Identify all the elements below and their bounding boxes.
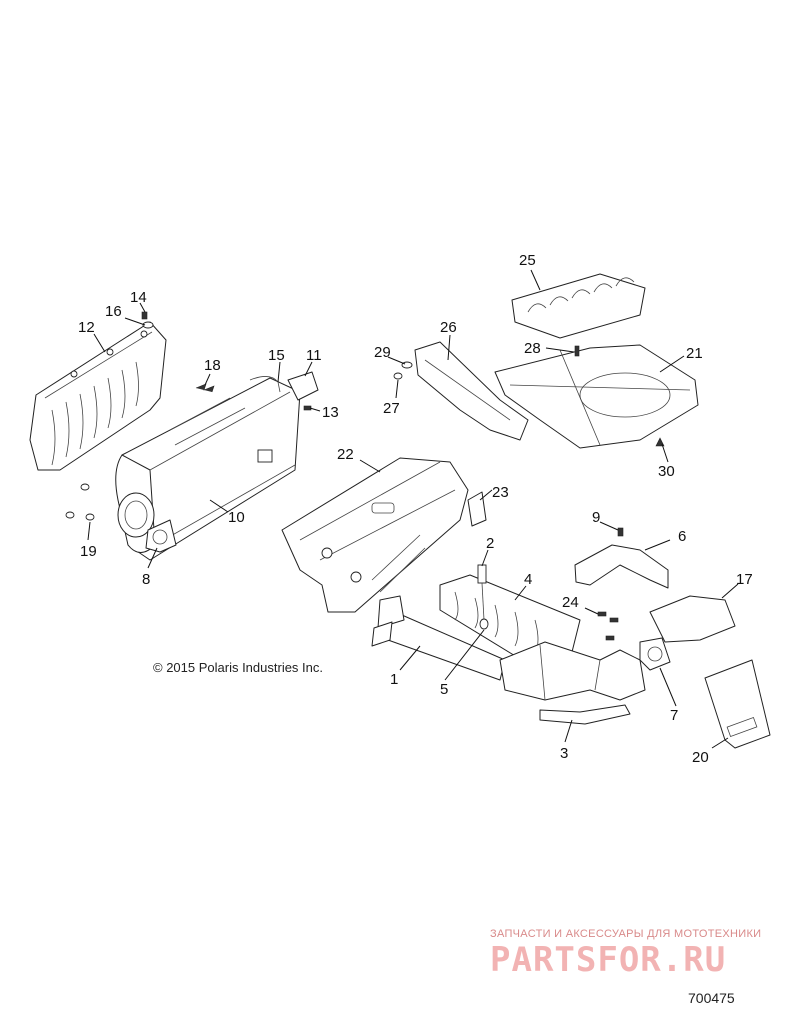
part-24-bolts [597,611,619,641]
figure-number: 700475 [688,990,735,1006]
callout-4: 4 [524,571,532,588]
callout-21: 21 [686,345,703,362]
callout-11: 11 [306,347,322,364]
callout-1: 1 [390,671,398,688]
callout-30: 30 [658,463,675,480]
copyright-text: © 2015 Polaris Industries Inc. [153,660,323,675]
callout-7: 7 [670,707,678,724]
part-28-bolt [574,345,580,357]
part-13-screw [303,405,312,411]
watermark-logo: PARTSFOR.RU [490,940,727,980]
part-25-heat-shield [511,273,646,339]
callout-26: 26 [440,319,457,336]
part-1-head-pipe [371,595,506,681]
callout-16: 16 [105,303,122,320]
part-17-heat-shield [649,595,736,643]
part-21-heat-shield [494,344,699,449]
callout-2: 2 [486,535,494,552]
callout-17: 17 [736,571,753,588]
part-6-heat-shield [574,544,669,589]
callout-19: 19 [80,543,97,560]
part-22-heat-shield [281,457,469,613]
callout-5: 5 [440,681,448,698]
part-8-gasket [145,519,177,553]
callout-29: 29 [374,344,391,361]
part-23-bracket [467,491,487,527]
part-16-washer [142,321,154,329]
callout-12: 12 [78,319,95,336]
part-5-sensor-tip [479,618,489,630]
part-19-fasteners [65,483,95,521]
callout-13: 13 [322,404,339,421]
callout-27: 27 [383,400,400,417]
part-9-fastener [617,527,624,537]
leader-lines [87,269,739,749]
watermark-tagline: ЗАПЧАСТИ И АКСЕССУАРЫ ДЛЯ МОТОТЕХНИКИ [490,928,762,940]
callout-15: 15 [268,347,285,364]
part-30-fastener [655,437,665,447]
callout-6: 6 [678,528,686,545]
callout-18: 18 [204,357,221,374]
callout-14: 14 [130,289,147,306]
part-10-muffler [115,377,301,561]
callout-10: 10 [228,509,245,526]
callout-9: 9 [592,509,600,526]
part-12-heat-shield [29,321,167,471]
part-11-spark-arrestor [287,371,319,401]
callout-25: 25 [519,252,536,269]
callout-8: 8 [142,571,150,588]
part-20-plate [704,659,771,749]
part-7-gasket [639,637,671,671]
callout-28: 28 [524,340,541,357]
callouts: 1 2 3 4 5 6 7 8 9 10 11 12 13 14 15 16 1… [78,252,753,766]
part-14-fastener [141,311,148,320]
part-27-fastener [393,372,403,380]
callout-20: 20 [692,749,709,766]
callout-24: 24 [562,594,579,611]
part-18-spring [195,383,215,393]
callout-22: 22 [337,446,354,463]
callout-3: 3 [560,745,568,762]
part-3-bracket [539,704,631,725]
callout-23: 23 [492,484,509,501]
part-26-heat-shield [414,341,529,441]
catalytic-converter [499,641,646,701]
